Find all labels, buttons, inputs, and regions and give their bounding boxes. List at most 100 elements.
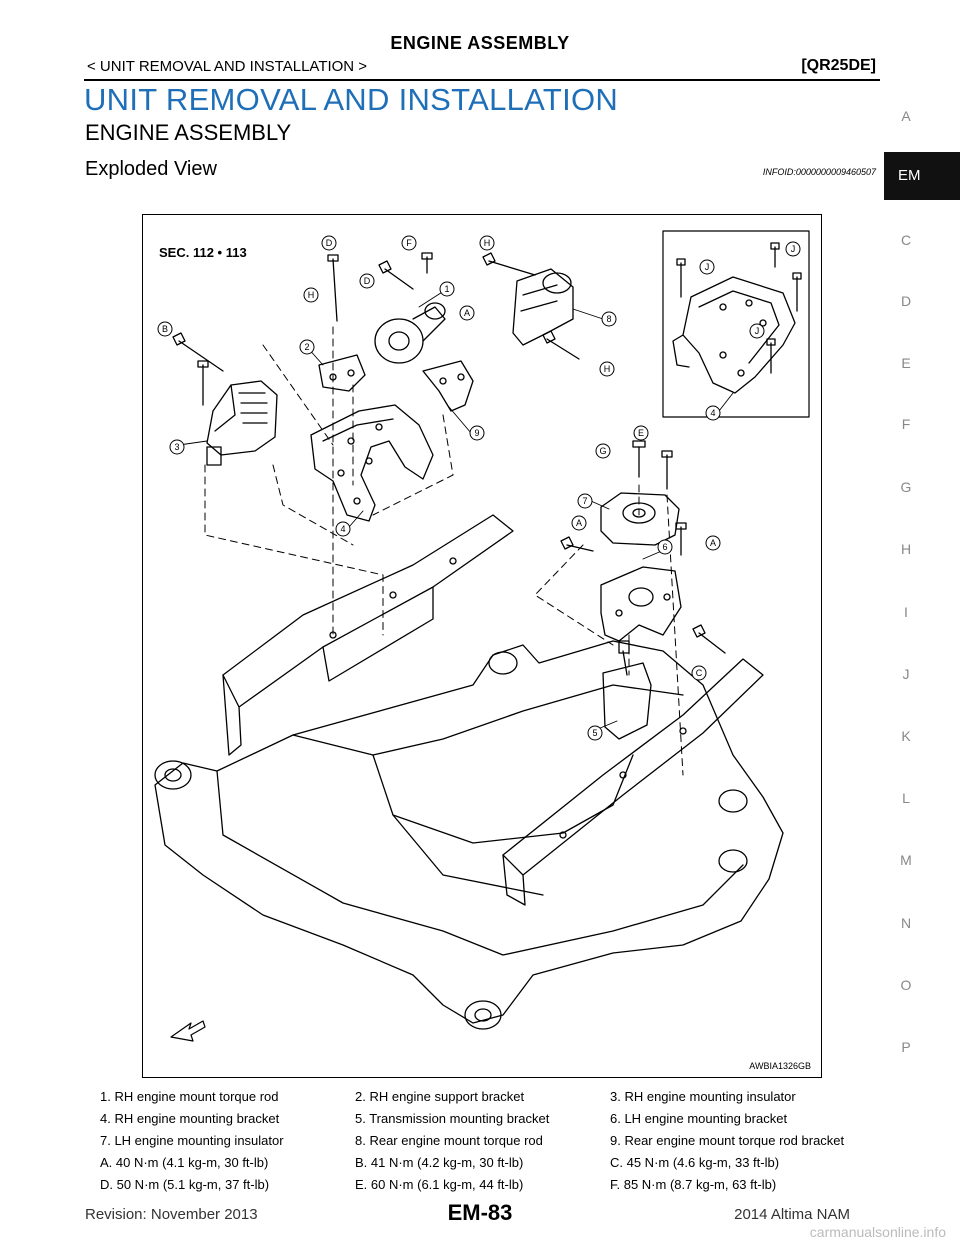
section-reference-label: SEC. 112 • 113 [159, 245, 247, 260]
lh-side-member [222, 514, 514, 756]
legend-item: 7. LH engine mounting insulator [100, 1133, 284, 1148]
index-letter-i[interactable]: I [904, 604, 908, 620]
callout-circles [157, 235, 801, 741]
legend-item: 6. LH engine mounting bracket [610, 1111, 788, 1126]
index-letter-h[interactable]: H [900, 541, 912, 557]
callout-h3: H [604, 364, 611, 374]
figure-code: AWBIA1326GB [749, 1061, 811, 1071]
callout-e: E [638, 428, 644, 438]
legend-item: D. 50 N·m (5.1 kg-m, 37 ft-lb) [100, 1177, 270, 1192]
transmission-mounting-bracket [602, 640, 652, 740]
assembly-guide-lines [204, 326, 684, 776]
callout-6: 6 [662, 542, 667, 552]
legend-row: 4. RH engine mounting bracket 5. Transmi… [100, 1111, 880, 1133]
callout-a2: A [576, 518, 582, 528]
index-letter-e[interactable]: E [901, 355, 911, 371]
vehicle-model: 2014 Altima NAM [734, 1206, 850, 1223]
callout-a3: A [710, 538, 716, 548]
legend-item: 1. RH engine mount torque rod [100, 1089, 279, 1104]
index-letter-n[interactable]: N [900, 915, 912, 931]
rh-insulator-bolts [172, 332, 224, 406]
rh-side-member [502, 658, 764, 906]
index-letter-p[interactable]: P [901, 1039, 911, 1055]
callout-leaders [178, 288, 734, 732]
index-letter-a[interactable]: A [901, 108, 911, 124]
callout-b: B [162, 324, 168, 334]
legend-item: E. 60 N·m (6.1 kg-m, 44 ft-lb) [355, 1177, 524, 1192]
index-letter-o[interactable]: O [900, 977, 912, 993]
engine-code: [QR25DE] [801, 57, 876, 74]
rear-torque-rod-bolts [482, 252, 580, 360]
callout-d2: D [364, 276, 371, 286]
inset-rh-mounting-bracket [672, 276, 796, 394]
legend-item: 3. RH engine mounting insulator [610, 1089, 796, 1104]
front-arrow-icon [170, 1020, 206, 1042]
callout-j1: J [705, 262, 710, 272]
index-tab-em[interactable]: EM [884, 152, 960, 200]
index-letter-k[interactable]: K [901, 728, 911, 744]
callout-j2: J [755, 326, 760, 336]
info-id: INFOID:0000000009460507 [762, 167, 876, 177]
topic-title: Exploded View [85, 158, 217, 180]
callout-a1: A [464, 308, 470, 318]
section-title: UNIT REMOVAL AND INSTALLATION [84, 82, 619, 117]
rh-engine-mount-torque-rod [374, 302, 446, 364]
revision-date: Revision: November 2013 [85, 1206, 258, 1223]
index-letter-g[interactable]: G [900, 479, 912, 495]
legend-row: 7. LH engine mounting insulator 8. Rear … [100, 1133, 880, 1155]
inset-bolts [676, 242, 802, 374]
rh-engine-mounting-insulator [206, 380, 278, 466]
callout-j3: J [791, 244, 796, 254]
inset-frame [662, 230, 810, 418]
callout-d1: D [326, 238, 333, 248]
callout-9: 9 [474, 428, 479, 438]
callout-c: C [696, 668, 703, 678]
callout-7: 7 [582, 496, 587, 506]
legend-item: C. 45 N·m (4.6 kg-m, 33 ft-lb) [610, 1155, 780, 1170]
index-letter-c[interactable]: C [900, 232, 912, 248]
front-suspension-member [154, 640, 784, 1030]
callout-g: G [599, 446, 606, 456]
callout-h2: H [484, 238, 491, 248]
legend-item: 9. Rear engine mount torque rod bracket [610, 1133, 845, 1148]
legend-item: 2. RH engine support bracket [355, 1089, 525, 1104]
page-number: EM-83 [447, 1200, 513, 1225]
torque-rod-bolts [327, 252, 433, 322]
legend-row: A. 40 N·m (4.1 kg-m, 30 ft-lb) B. 41 N·m… [100, 1155, 880, 1177]
subsection-title: ENGINE ASSEMBLY [85, 120, 292, 145]
breadcrumb: < UNIT REMOVAL AND INSTALLATION > [87, 58, 368, 75]
transmission-bolt-c [692, 624, 726, 654]
rear-engine-mount-torque-rod [512, 268, 574, 346]
rear-torque-rod-bracket [422, 360, 474, 412]
legend-item: B. 41 N·m (4.2 kg-m, 30 ft-lb) [355, 1155, 524, 1170]
legend-item: F. 85 N·m (8.7 kg-m, 63 ft-lb) [610, 1177, 777, 1192]
exploded-view-drawing: 1 2 3 4 4 5 6 7 8 9 A A A B C D D E F G … [154, 230, 810, 1042]
legend-item: 8. Rear engine mount torque rod [355, 1133, 543, 1148]
index-letter-l[interactable]: L [902, 790, 910, 806]
callout-f: F [406, 238, 412, 248]
lh-engine-mounting-bracket [600, 566, 682, 642]
callout-labels: 1 2 3 4 4 5 6 7 8 9 A A A B C D D E F G … [162, 238, 795, 738]
callout-3: 3 [174, 442, 179, 452]
site-watermark: carmanualsonline.info [809, 1224, 946, 1240]
index-letter-m[interactable]: M [900, 852, 912, 868]
index-letter-f[interactable]: F [901, 416, 911, 432]
callout-2: 2 [304, 342, 309, 352]
exploded-view-figure: 1 2 3 4 4 5 6 7 8 9 A A A B C D D E F G … [142, 214, 822, 1078]
callout-4: 4 [340, 524, 345, 534]
index-letter-j[interactable]: J [902, 666, 910, 682]
legend-item: 4. RH engine mounting bracket [100, 1111, 280, 1126]
callout-4-inset: 4 [710, 408, 715, 418]
legend-row: D. 50 N·m (5.1 kg-m, 37 ft-lb) E. 60 N·m… [100, 1177, 880, 1199]
header-divider [84, 79, 880, 81]
legend-item: 5. Transmission mounting bracket [355, 1111, 550, 1126]
section-index-sidebar: A EM C D E F G H I J K L M N O P [884, 0, 960, 1242]
callout-h1: H [308, 290, 315, 300]
index-letter-d[interactable]: D [900, 293, 912, 309]
rh-engine-mounting-bracket [310, 404, 434, 522]
callout-8: 8 [606, 314, 611, 324]
page-header-title: ENGINE ASSEMBLY [390, 33, 570, 53]
callout-5: 5 [592, 728, 597, 738]
rh-engine-support-bracket [318, 354, 366, 392]
callout-1: 1 [444, 284, 449, 294]
